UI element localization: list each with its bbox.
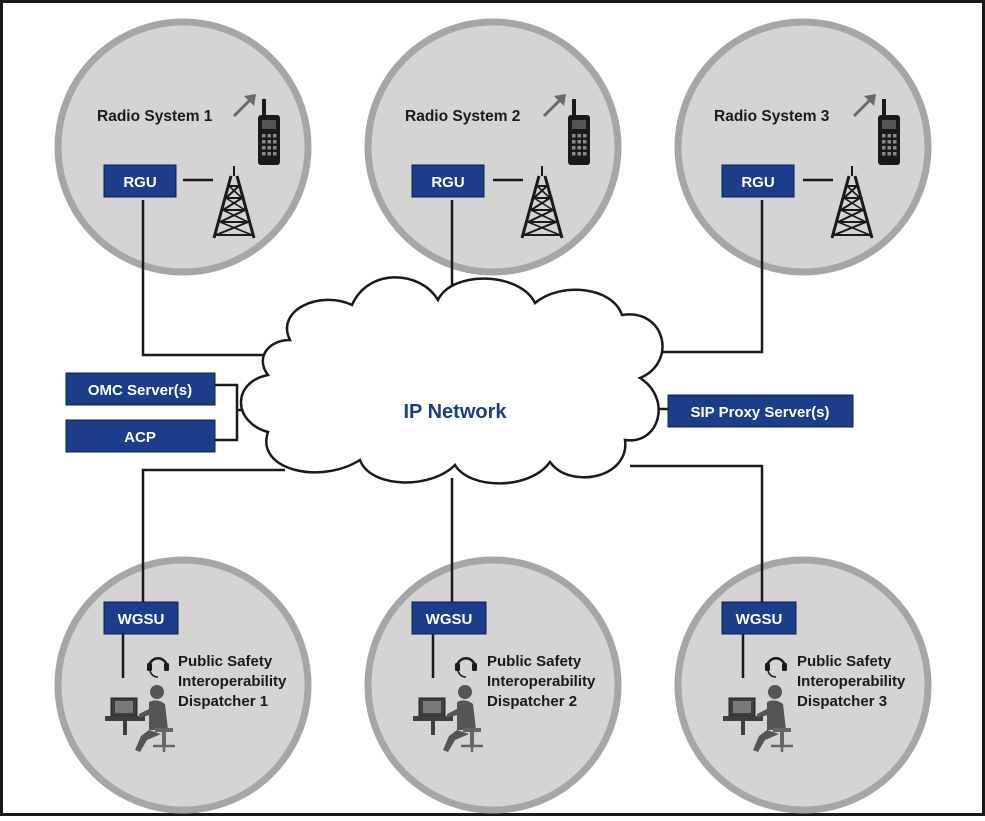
dispatcher-2-line-1: Public Safety xyxy=(487,653,582,670)
wgsu-label-1: WGSU xyxy=(118,611,165,628)
omc-server-box xyxy=(65,372,216,406)
wgsu-box-2 xyxy=(411,601,487,635)
omc-server-label: OMC Server(s) xyxy=(88,382,192,399)
dispatcher-2-line-2: Interoperability xyxy=(487,673,596,690)
rgu-label-2: RGU xyxy=(431,174,464,191)
dispatcher-3: WGSU Public Safety Interoperability Disp… xyxy=(721,601,906,754)
wgsu-box-3 xyxy=(721,601,797,635)
dispatcher-1: WGSU Public Safety Interoperability Disp… xyxy=(103,601,287,754)
wgsu-box-1 xyxy=(103,601,179,635)
rgu-label-1: RGU xyxy=(123,174,156,191)
dispatcher-1-line-2: Interoperability xyxy=(178,673,287,690)
ip-network-label: IP Network xyxy=(404,401,508,423)
wgsu-label-2: WGSU xyxy=(426,611,473,628)
sip-proxy-server-label: SIP Proxy Server(s) xyxy=(691,404,830,421)
radio-system-2: Radio System 2 RGU xyxy=(405,92,590,240)
ip-network-cloud xyxy=(239,276,664,485)
acp-box xyxy=(65,419,216,453)
rgu-box-2 xyxy=(411,164,485,198)
rgu-box-3 xyxy=(721,164,795,198)
dispatcher-1-line-1: Public Safety xyxy=(178,653,273,670)
dispatcher-2: WGSU Public Safety Interoperability Disp… xyxy=(411,601,596,754)
rgu-box-1 xyxy=(103,164,177,198)
radio-system-1-label: Radio System 1 xyxy=(97,108,213,125)
rgu-label-3: RGU xyxy=(741,174,774,191)
radio-system-1: Radio System 1 RGU xyxy=(97,92,280,240)
acp-label: ACP xyxy=(124,429,156,446)
dispatcher-3-line-1: Public Safety xyxy=(797,653,892,670)
dispatcher-3-line-3: Dispatcher 3 xyxy=(797,693,887,710)
wgsu-label-3: WGSU xyxy=(736,611,783,628)
radio-system-2-label: Radio System 2 xyxy=(405,108,520,125)
dispatcher-3-line-2: Interoperability xyxy=(797,673,906,690)
dispatcher-2-line-3: Dispatcher 2 xyxy=(487,693,577,710)
radio-system-3: Radio System 3 RGU xyxy=(714,92,900,240)
sip-proxy-server-box xyxy=(667,394,854,428)
radio-system-3-label: Radio System 3 xyxy=(714,108,830,125)
dispatcher-1-line-3: Dispatcher 1 xyxy=(178,693,268,710)
